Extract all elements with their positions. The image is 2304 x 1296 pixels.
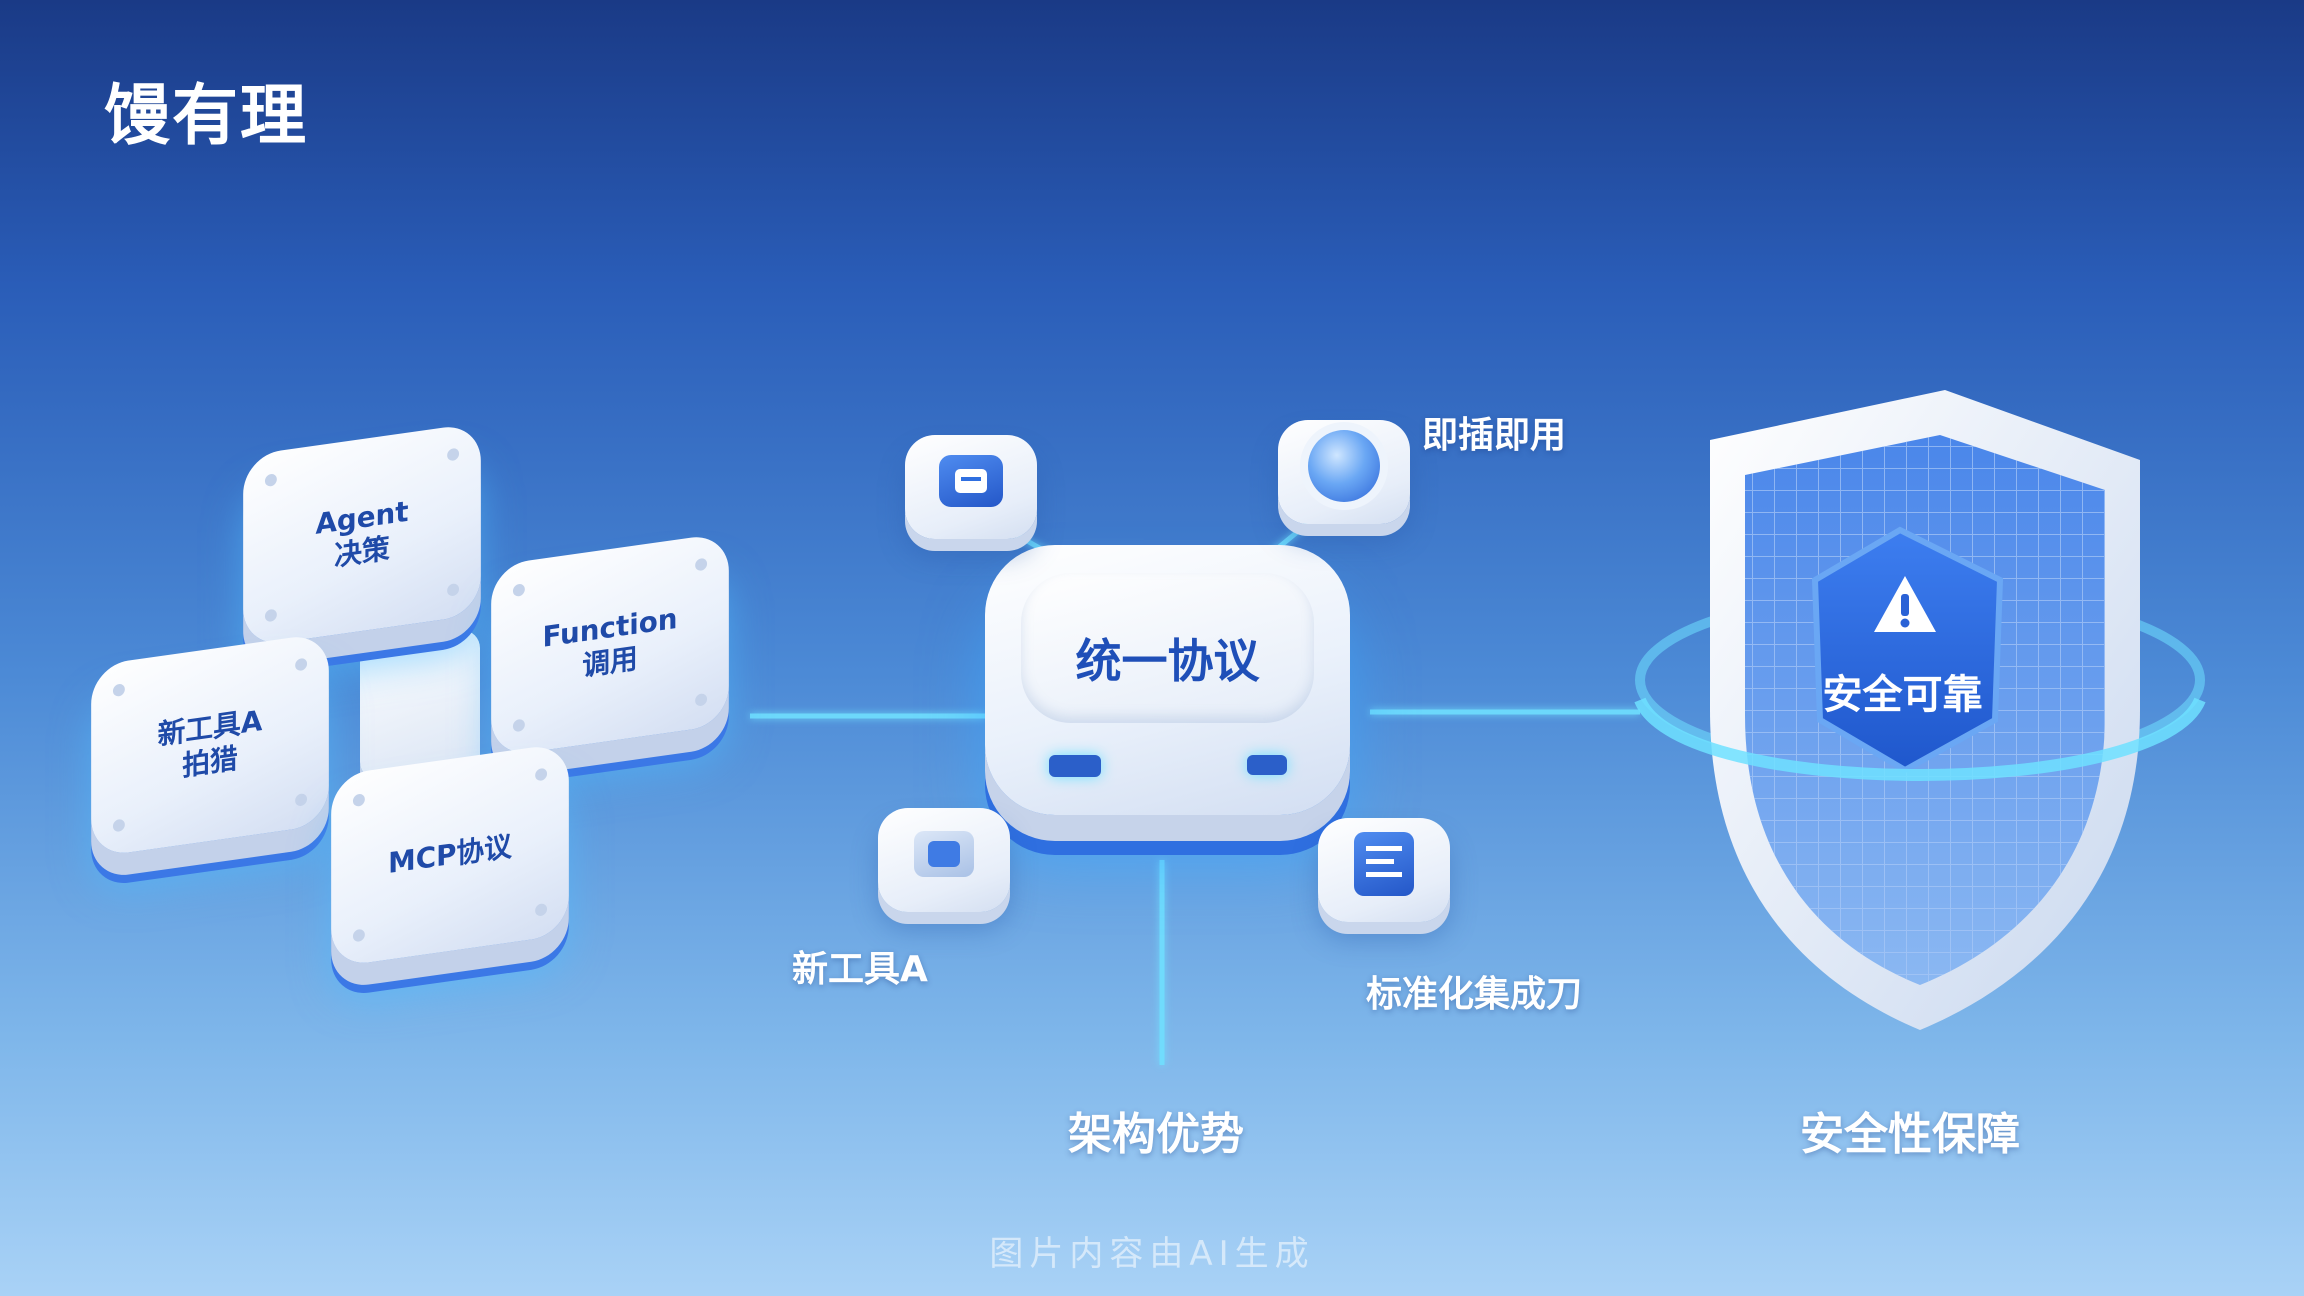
- chip-icon: [914, 830, 974, 877]
- satellite-chip: [878, 808, 1010, 912]
- hub-label: 统一协议: [1075, 634, 1260, 688]
- document-icon: [939, 454, 1003, 507]
- brand-logo: 馒有理: [104, 77, 308, 154]
- hub-port-left: [1049, 755, 1101, 777]
- warning-icon: [1874, 576, 1936, 632]
- satellite-button: [1278, 420, 1410, 524]
- cluster-connector: [360, 630, 480, 780]
- hub-top-face: [1021, 573, 1314, 723]
- satellite-list-label: 标准化集成刀: [1366, 974, 1583, 1015]
- button-icon: [1308, 429, 1380, 502]
- ai-generated-notice: 图片内容由AI生成: [989, 1234, 1315, 1274]
- satellite-button-label: 即插即用: [1422, 415, 1567, 456]
- satellite-chip-label: 新工具A: [792, 949, 928, 990]
- hub-port-right: [1247, 755, 1287, 775]
- list-document-icon: [1354, 831, 1414, 896]
- satellite-document: [905, 435, 1037, 539]
- hub-caption: 架构优势: [1068, 1109, 1244, 1160]
- security-shield: 安全可靠: [1620, 380, 2220, 1060]
- module-mcp-label: MCP协议: [388, 829, 512, 881]
- shield-label: 安全可靠: [1822, 672, 1983, 718]
- shield-caption: 安全性保障: [1800, 1109, 2020, 1160]
- shield-graphic: [1634, 390, 2206, 1030]
- satellite-list: [1318, 818, 1450, 922]
- module-mcp: MCP协议: [331, 742, 569, 968]
- protocol-hub: 统一协议: [985, 545, 1350, 815]
